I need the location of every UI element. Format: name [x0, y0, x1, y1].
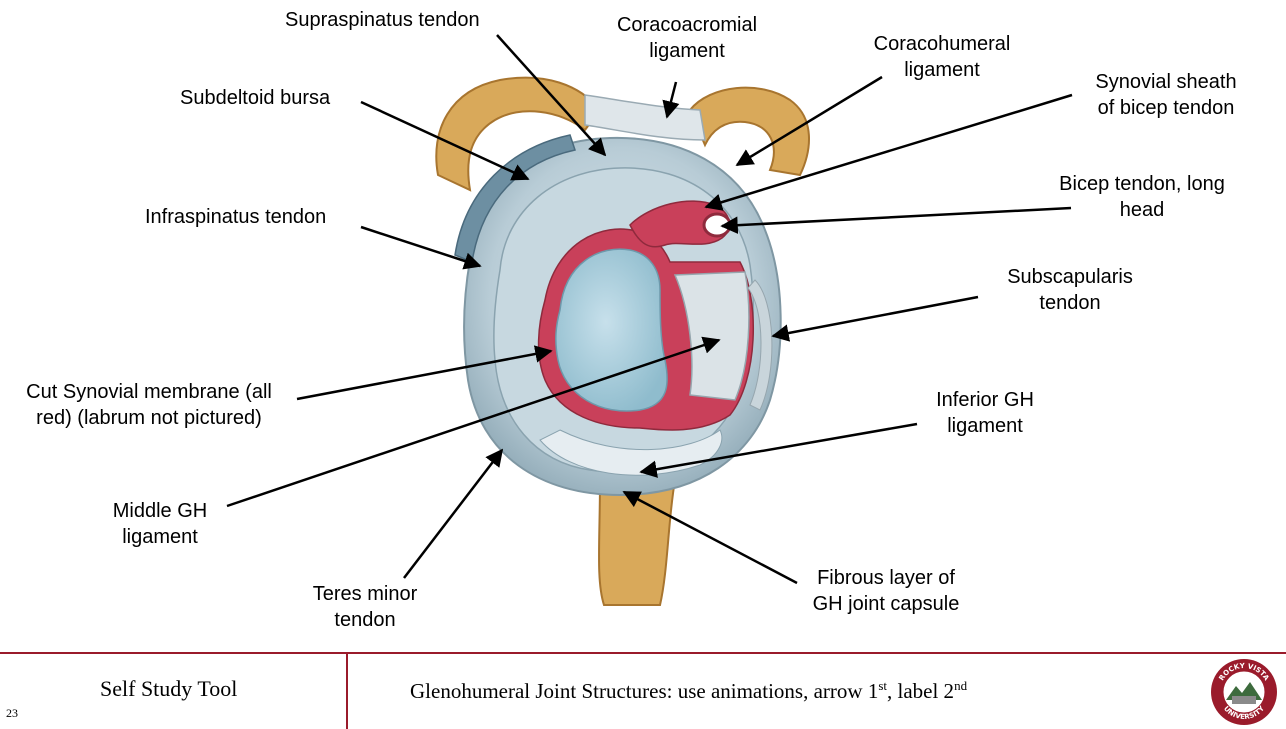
- subscapularis-shape: [673, 271, 750, 401]
- subdeltoid-bursa-shape: [454, 134, 576, 264]
- label-inferior-gh-line2: ligament: [947, 415, 1023, 437]
- label-supraspinatus: Supraspinatus tendon: [285, 9, 480, 31]
- slide-footer: Self Study Tool Glenohumeral Joint Struc…: [0, 652, 1286, 729]
- label-cut-synovial-line2: red) (labrum not pictured): [36, 407, 262, 429]
- arrow-fibrous: [622, 490, 798, 585]
- arrow-bicep: [720, 206, 1072, 234]
- label-middle-gh-line2: ligament: [122, 526, 198, 548]
- arrow-subdeltoid: [360, 100, 530, 181]
- slide-title-main: Glenohumeral Joint Structures: use anima…: [410, 679, 879, 703]
- bicep-tendon-shape: [629, 200, 731, 248]
- arrow-supraspinatus: [496, 34, 607, 157]
- label-coracohumeral-line1: Coracohumeral: [873, 33, 1011, 55]
- arrow-middle-gh: [226, 336, 721, 508]
- label-arrows: [226, 34, 1073, 585]
- label-coracohumeral-line2: ligament: [904, 59, 980, 81]
- subscapularis-edge: [747, 279, 773, 411]
- label-synovial-sheath-line2: of bicep tendon: [1097, 97, 1235, 119]
- slide-title: Glenohumeral Joint Structures: use anima…: [410, 678, 967, 704]
- label-subscapularis-line1: Subscapularis: [1007, 266, 1133, 288]
- arrow-coracohumeral: [735, 75, 883, 167]
- arrow-infraspinatus: [360, 225, 482, 270]
- slide-title-sup1: st: [878, 678, 887, 693]
- arrow-subscapularis: [771, 295, 979, 342]
- label-subscapularis-line2: tendon: [1039, 292, 1101, 314]
- coracoid-process: [688, 86, 810, 177]
- label-coracohumeral: Coracohumeral ligament: [866, 31, 1018, 83]
- label-fibrous-line2: GH joint capsule: [812, 593, 960, 615]
- label-middle-gh: Middle GH ligament: [100, 498, 220, 550]
- label-infraspinatus: Infraspinatus tendon: [145, 206, 327, 228]
- arrow-coracoacromial: [662, 81, 680, 119]
- label-cut-synovial: Cut Synovial membrane (all red) (labrum …: [14, 379, 284, 431]
- label-subscapularis: Subscapularis tendon: [1000, 264, 1140, 316]
- label-inferior-gh-line1: Inferior GH: [936, 389, 1034, 411]
- arrow-teres: [403, 448, 504, 579]
- label-subdeltoid: Subdeltoid bursa: [180, 87, 331, 109]
- inferior-capsule: [539, 429, 723, 476]
- glenohumeral-joint-illustration: [226, 34, 1073, 606]
- university-seal-logo: ROCKY VISTA UNIVERSITY: [1211, 659, 1277, 725]
- label-fibrous: Fibrous layer of GH joint capsule: [800, 565, 972, 617]
- label-coracoacromial-line2: ligament: [649, 40, 725, 62]
- label-fibrous-line1: Fibrous layer of: [817, 567, 955, 589]
- footer-left-text: Self Study Tool: [100, 676, 238, 701]
- arrow-inferior-gh: [639, 422, 918, 478]
- label-middle-gh-line1: Middle GH: [112, 500, 208, 522]
- label-inferior-gh: Inferior GH ligament: [920, 387, 1050, 439]
- label-coracoacromial-line1: Coracoacromial: [616, 14, 758, 36]
- label-teres-line2: tendon: [334, 609, 396, 631]
- humerus-shaft: [598, 479, 677, 606]
- label-synovial-sheath-line1: Synovial sheath: [1095, 71, 1237, 93]
- arrow-cut-synovial: [296, 345, 553, 401]
- arrow-synovial-sheath: [704, 93, 1073, 211]
- glenoid-fossa: [555, 248, 668, 412]
- footer-divider: [346, 654, 348, 729]
- label-bicep: Bicep tendon, long head: [1050, 171, 1234, 223]
- label-synovial-sheath: Synovial sheath of bicep tendon: [1086, 69, 1246, 121]
- coracoacromial-ligament-shape: [584, 94, 706, 141]
- label-bicep-line1: Bicep tendon, long: [1059, 173, 1225, 195]
- label-coracoacromial: Coracoacromial ligament: [612, 12, 762, 64]
- label-teres: Teres minor tendon: [300, 581, 430, 633]
- page-number: 23: [6, 706, 18, 720]
- label-bicep-line2: head: [1119, 199, 1165, 221]
- label-cut-synovial-line1: Cut Synovial membrane (all: [26, 381, 272, 403]
- slide-title-sup2: nd: [954, 678, 968, 693]
- slide-title-mid: , label 2: [887, 679, 955, 703]
- label-teres-line1: Teres minor: [312, 583, 418, 605]
